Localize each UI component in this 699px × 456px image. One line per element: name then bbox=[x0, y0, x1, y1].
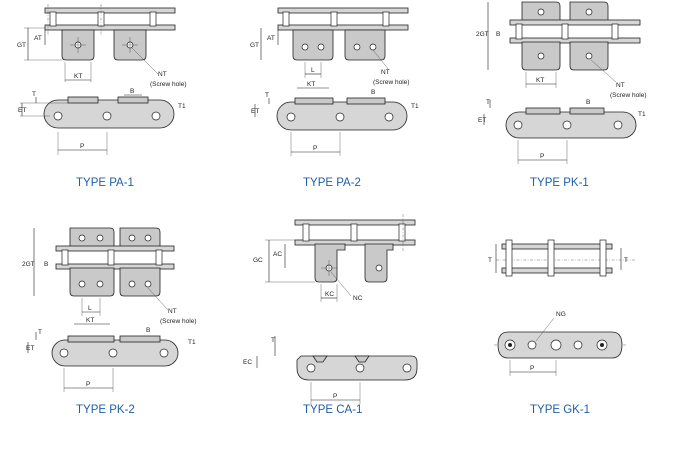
ca1-t-label: T bbox=[271, 337, 275, 344]
caption-pk2: TYPE PK-2 bbox=[76, 404, 135, 416]
pa2-l-label: L bbox=[311, 67, 315, 74]
ca1-gc-label: GC bbox=[253, 257, 263, 264]
pa1-drawing: GT AT KT NT (Screw hole) T ET B T1 P bbox=[17, 4, 186, 155]
pk1-drawing: 2GT B KT NT (Screw hole) T ET B T1 P bbox=[476, 1, 646, 164]
gk1-t-label-right: T bbox=[624, 257, 628, 264]
pk2-screw-label: (Screw hole) bbox=[160, 318, 196, 325]
pa1-nt-label: NT bbox=[158, 71, 167, 78]
gk1-drawing: T T NG P bbox=[488, 239, 636, 376]
pa1-kt-label: KT bbox=[74, 73, 82, 80]
pa1-p-label: P bbox=[80, 143, 84, 150]
pk1-screw-label: (Screw hole) bbox=[610, 92, 646, 99]
pk2-kt-label: KT bbox=[86, 317, 94, 324]
pa1-et-label: ET bbox=[18, 107, 26, 114]
ca1-kc-label: KC bbox=[325, 291, 334, 298]
pk1-2gt-label: 2GT bbox=[476, 31, 489, 38]
pk2-p-label: P bbox=[86, 381, 90, 388]
diagram-pk2: 2GT B L KT NT (Screw hole) T ET B T1 P T… bbox=[0, 220, 233, 456]
pa2-kt-label: KT bbox=[307, 81, 315, 88]
pk1-t1-label: T1 bbox=[638, 111, 646, 118]
caption-pa2: TYPE PA-2 bbox=[303, 177, 361, 189]
pk1-p-label: P bbox=[540, 153, 544, 160]
pa2-t1-label: T1 bbox=[411, 103, 419, 110]
ca1-p-label: P bbox=[333, 393, 337, 400]
pa2-et-label: ET bbox=[251, 108, 259, 115]
pk2-t-label: T bbox=[38, 329, 42, 336]
pa1-gt-label: GT bbox=[17, 42, 26, 49]
pk2-b-label: B bbox=[146, 327, 150, 334]
pk2-b-label-top: B bbox=[44, 261, 48, 268]
ca1-drawing: GC AC KC NC T EC P bbox=[243, 214, 418, 404]
pa2-p-label: P bbox=[313, 145, 317, 152]
pk1-b-label: B bbox=[586, 99, 590, 106]
pa2-b-label: B bbox=[371, 89, 375, 96]
pk1-et-label: ET bbox=[478, 117, 486, 124]
pk2-nt-label: NT bbox=[168, 308, 177, 315]
diagram-pk1: 2GT B KT NT (Screw hole) T ET B T1 P TYP… bbox=[466, 0, 699, 200]
pa1-t1-label: T1 bbox=[178, 103, 186, 110]
pa2-gt-label: GT bbox=[250, 42, 259, 49]
gk1-ng-label: NG bbox=[556, 311, 566, 318]
pk2-drawing: 2GT B L KT NT (Screw hole) T ET B T1 P bbox=[22, 227, 196, 392]
ca1-nc-label: NC bbox=[353, 295, 363, 302]
ca1-ac-label: AC bbox=[273, 251, 282, 258]
caption-pk1: TYPE PK-1 bbox=[530, 177, 589, 189]
pa1-t-label: T bbox=[32, 91, 36, 98]
gk1-p-label: P bbox=[530, 365, 534, 372]
pk2-t1-label: T1 bbox=[188, 339, 196, 346]
pk1-b-label-top: B bbox=[496, 31, 500, 38]
pa1-b-label: B bbox=[130, 88, 134, 95]
pk2-2gt-label: 2GT bbox=[22, 261, 35, 268]
pk1-nt-label: NT bbox=[616, 82, 625, 89]
diagram-pa1: GT AT KT NT (Screw hole) T ET B T1 P TYP… bbox=[0, 0, 233, 200]
caption-gk1: TYPE GK-1 bbox=[530, 404, 591, 416]
pa2-drawing: GT AT L KT NT (Screw hole) T ET B T1 P bbox=[250, 7, 419, 156]
pk1-t-label: T bbox=[486, 99, 490, 106]
pk2-et-label: ET bbox=[26, 345, 34, 352]
pa2-screw-label: (Screw hole) bbox=[373, 79, 409, 86]
diagram-pa2: GT AT L KT NT (Screw hole) T ET B T1 P T… bbox=[233, 0, 466, 200]
gk1-t-label-left: T bbox=[488, 257, 492, 264]
pk1-kt-label: KT bbox=[536, 77, 544, 84]
diagram-gk1: T T NG P TYPE GK-1 bbox=[466, 220, 699, 456]
caption-pa1: TYPE PA-1 bbox=[76, 177, 134, 189]
pk2-l-label: L bbox=[88, 305, 92, 312]
ca1-ec-label: EC bbox=[243, 359, 252, 366]
pa1-screw-label: (Screw hole) bbox=[150, 81, 186, 88]
pa2-at-label: AT bbox=[267, 35, 275, 42]
pa2-nt-label: NT bbox=[381, 69, 390, 76]
pa2-t-label: T bbox=[265, 92, 269, 99]
caption-ca1: TYPE CA-1 bbox=[303, 404, 363, 416]
diagram-ca1: GC AC KC NC T EC P TYPE CA-1 bbox=[233, 210, 466, 456]
pa1-at-label: AT bbox=[34, 35, 42, 42]
